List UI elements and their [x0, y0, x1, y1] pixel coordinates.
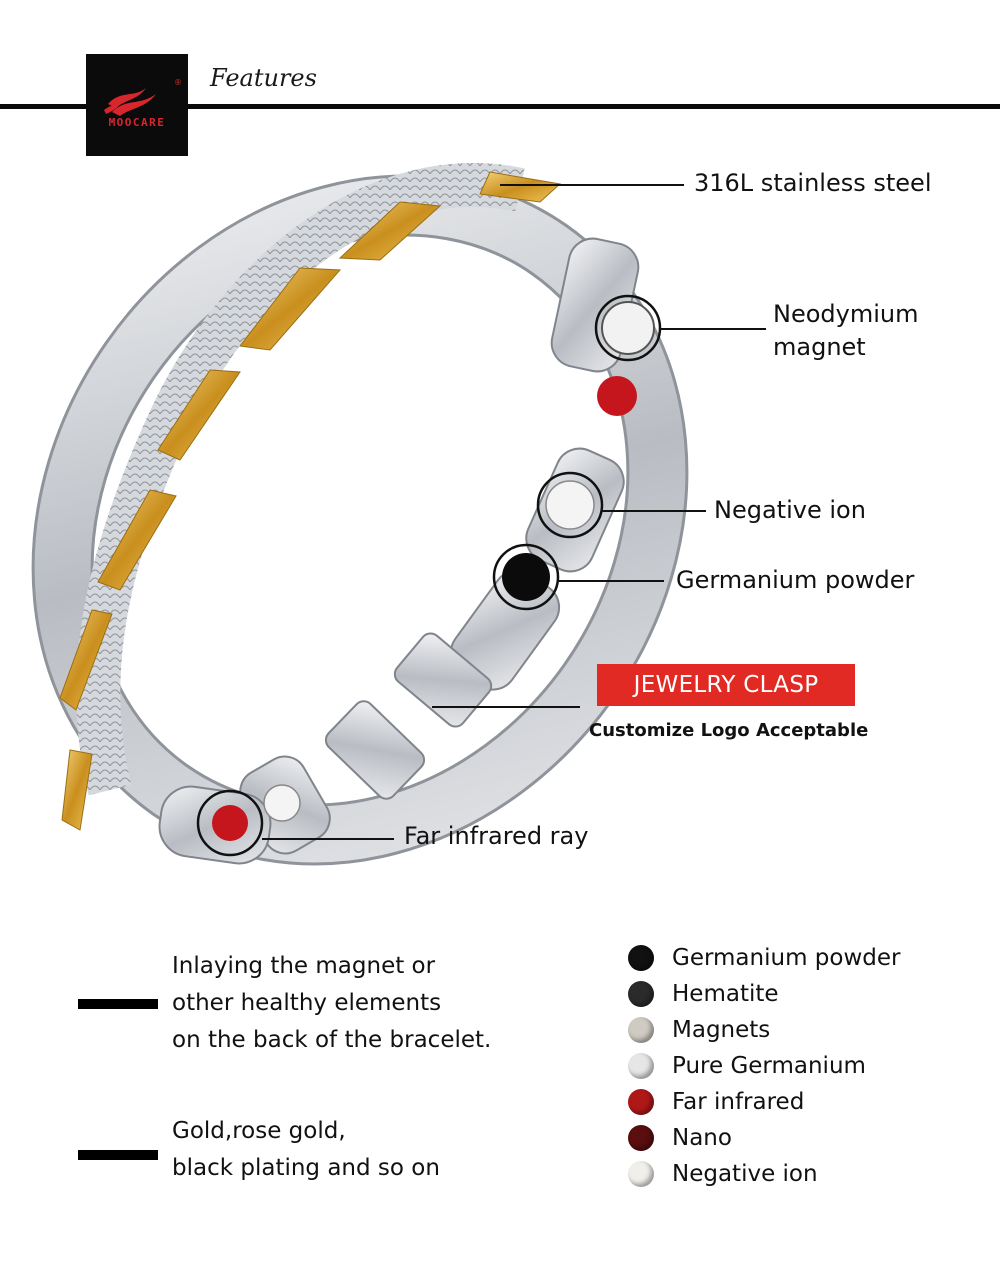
legend-item: Pure Germanium [628, 1048, 968, 1084]
far-infrared-label: Far infrared ray [404, 822, 589, 850]
legend-item: Nano [628, 1120, 968, 1156]
page-title: Features [210, 64, 317, 92]
brand-name: MOOCARE [108, 116, 166, 129]
jewelry-clasp-badge: JEWELRY CLASP [597, 664, 855, 706]
germanium-powder-dot-icon [628, 945, 654, 971]
pure-germanium-dot-icon [628, 1053, 654, 1079]
plating-note-line: black plating and so on [172, 1155, 440, 1181]
germanium-label: Germanium powder [676, 566, 915, 594]
clasp-leader-line [432, 706, 580, 708]
germanium-leader-line [558, 580, 664, 582]
material-legend: Germanium powder Hematite Magnets Pure G… [628, 940, 968, 1192]
legend-item: Magnets [628, 1012, 968, 1048]
far-infrared-leader-line [262, 838, 394, 840]
far-infrared-dot-icon [628, 1089, 654, 1115]
legend-item: Far infrared [628, 1084, 968, 1120]
negative-ion-label: Negative ion [714, 496, 866, 524]
magnet-leader-line [660, 328, 766, 330]
magnets-dot-icon [628, 1017, 654, 1043]
clasp-subtitle: Customize Logo Acceptable [589, 720, 869, 741]
legend-item: Germanium powder [628, 940, 968, 976]
inlay-note-line: other healthy elements [172, 990, 442, 1016]
registered-mark: ® [174, 78, 182, 87]
legend-item: Negative ion [628, 1156, 968, 1192]
steel-label: 316L stainless steel [694, 169, 932, 197]
magnet-label-line1: Neodymium [773, 300, 919, 328]
wave-logo-icon [104, 88, 156, 116]
brand-logo: ® MOOCARE [86, 54, 188, 156]
inlay-note-bar [78, 999, 158, 1009]
plating-note-bar [78, 1150, 158, 1160]
nano-dot-icon [628, 1125, 654, 1151]
negative-ion-leader-line [602, 510, 706, 512]
inlay-note-line: on the back of the bracelet. [172, 1027, 492, 1053]
inlay-note: Inlaying the magnet or other healthy ele… [172, 948, 491, 1059]
negative-ion-dot-icon [628, 1161, 654, 1187]
bracelet-illustration [31, 163, 689, 866]
legend-item: Hematite [628, 976, 968, 1012]
inlay-note-line: Inlaying the magnet or [172, 953, 436, 979]
plating-note-line: Gold,rose gold, [172, 1118, 346, 1144]
header-rule [0, 104, 1000, 109]
plating-note: Gold,rose gold, black plating and so on [172, 1113, 440, 1187]
steel-leader-line [500, 184, 684, 186]
magnet-label-line2: magnet [773, 333, 866, 361]
hematite-dot-icon [628, 981, 654, 1007]
